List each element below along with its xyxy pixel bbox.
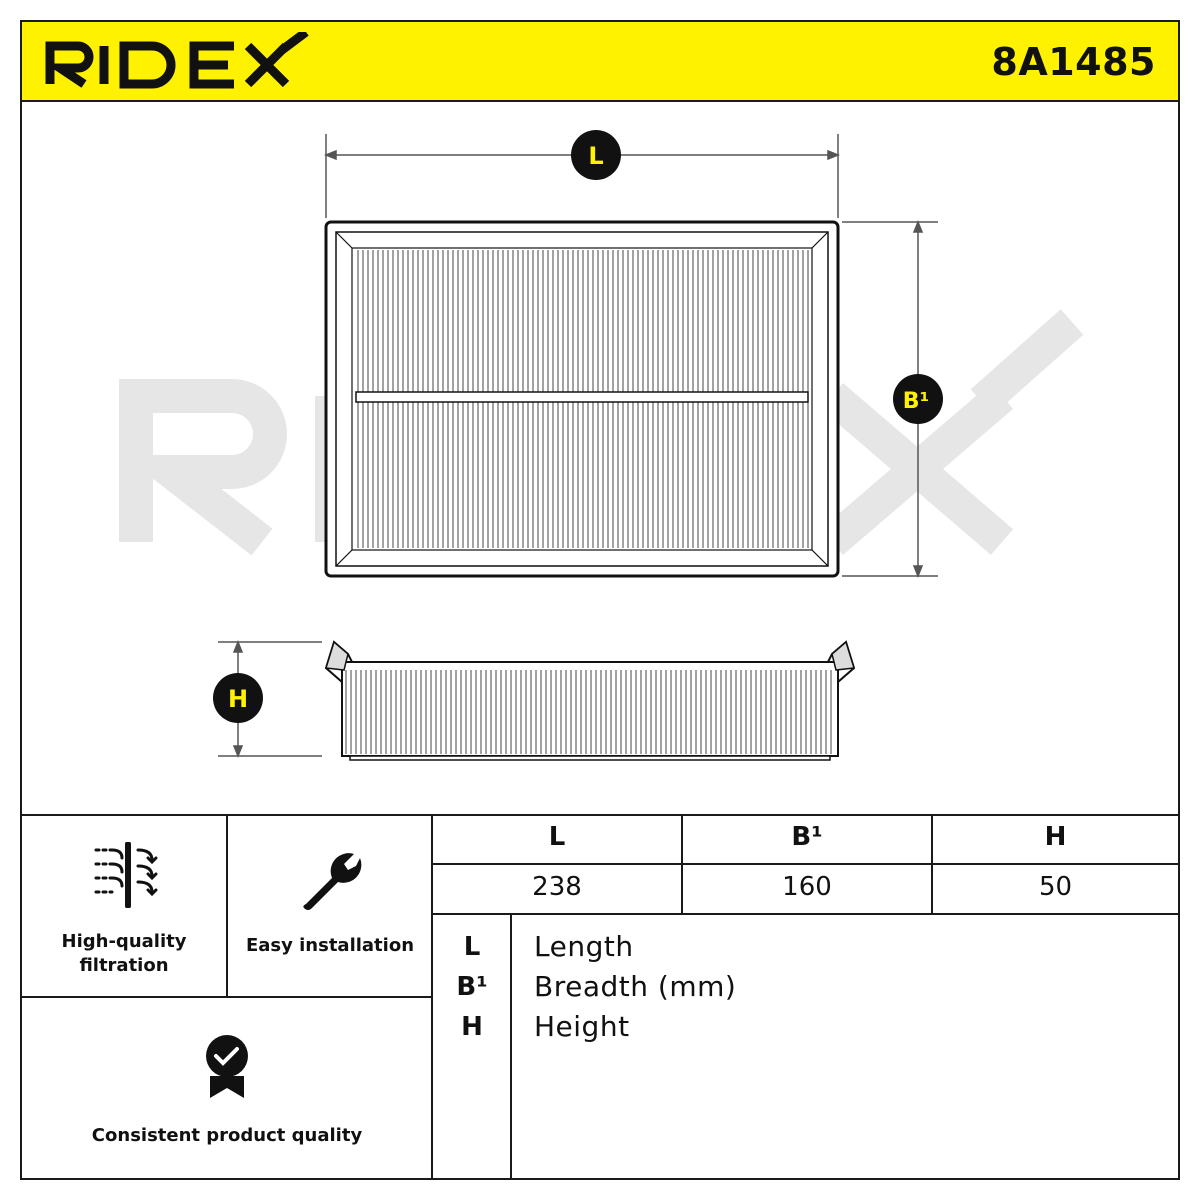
part-number: 8A1485 — [991, 40, 1156, 84]
grid-divider — [22, 996, 432, 998]
legend-text: Length — [534, 930, 634, 963]
table-header-h: H — [1044, 822, 1067, 852]
table-divider — [931, 814, 933, 914]
spec-sheet: 8A1485 L — [20, 20, 1180, 1180]
table-header-b: B¹ — [791, 822, 823, 852]
feature-label: High-quality — [61, 931, 187, 952]
dimension-h-marker — [213, 673, 263, 723]
legend-key: B¹ — [456, 972, 488, 1002]
legend-key: H — [461, 1012, 483, 1042]
dimension-l-marker — [571, 130, 621, 180]
dimension-b-label: B¹ — [903, 389, 929, 414]
info-grid: High-quality filtration Easy installatio… — [22, 814, 1178, 1178]
table-value-l: 238 — [532, 872, 582, 902]
filter-flow-icon — [94, 842, 158, 908]
table-value-h: 50 — [1038, 872, 1073, 902]
feature-label: Consistent product quality — [91, 1125, 363, 1146]
quality-badge-icon — [206, 1035, 248, 1098]
feature-label: filtration — [79, 955, 169, 976]
brand-logo — [44, 28, 314, 96]
feature-high-quality-filtration: High-quality filtration — [22, 814, 226, 996]
dimension-l-label: L — [588, 142, 603, 170]
legend-text: Breadth (mm) — [534, 970, 737, 1003]
dimension-b-marker — [893, 374, 943, 424]
dimension-h-label: H — [228, 685, 248, 713]
grid-divider — [22, 814, 1178, 816]
legend-divider — [510, 914, 512, 1178]
table-value-b: 160 — [782, 872, 832, 902]
legend-key: L — [463, 932, 481, 962]
feature-consistent-quality: Consistent product quality — [22, 998, 432, 1178]
filter-side-view — [324, 640, 856, 761]
table-divider — [681, 814, 683, 914]
technical-drawing: L B¹ — [119, 130, 1084, 761]
grid-divider — [431, 814, 433, 1178]
table-divider — [432, 863, 1178, 865]
feature-easy-installation: Easy installation — [228, 814, 432, 996]
table-header-l: L — [548, 822, 566, 852]
table-divider — [432, 913, 1178, 915]
wrench-icon — [303, 853, 362, 910]
header-bar: 8A1485 — [22, 22, 1178, 102]
grid-divider — [226, 814, 228, 996]
legend-text: Height — [534, 1010, 630, 1043]
filter-top-view — [324, 220, 840, 578]
feature-label: Easy installation — [245, 935, 415, 956]
